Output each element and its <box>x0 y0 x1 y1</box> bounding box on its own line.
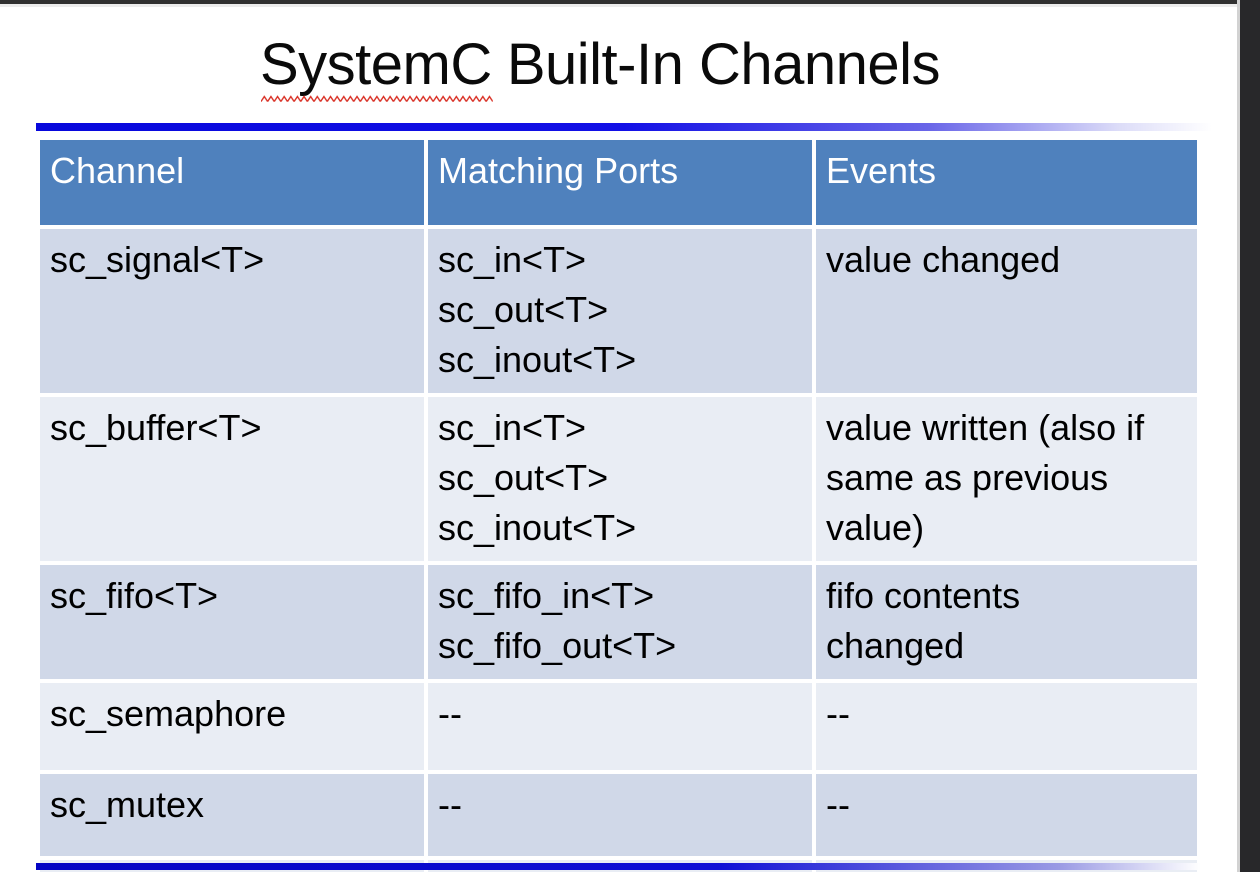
slide-title: SystemC Built-In Channels <box>0 32 1200 103</box>
title-rest-text: Built-In Channels <box>506 32 941 97</box>
table-row-sc-signal: sc_signal<T> sc_in<T> sc_out<T> sc_inout… <box>40 229 1197 393</box>
footer-accent-rule <box>36 863 1212 870</box>
cell-ports: -- <box>428 774 812 856</box>
cell-ports: -- <box>428 683 812 770</box>
window-top-edge-shadow <box>0 4 1260 7</box>
cell-channel: sc_buffer<T> <box>40 397 424 561</box>
cell-events: -- <box>816 683 1197 770</box>
column-header-events: Events <box>816 140 1197 225</box>
cell-channel: sc_semaphore <box>40 683 424 770</box>
column-header-channel: Channel <box>40 140 424 225</box>
table-header-row: Channel Matching Ports Events <box>40 140 1197 225</box>
cell-channel: sc_mutex <box>40 774 424 856</box>
title-word-text: SystemC <box>259 32 492 97</box>
spellcheck-squiggle-icon <box>260 95 493 103</box>
cell-ports: sc_in<T> sc_out<T> sc_inout<T> <box>428 229 812 393</box>
table-row-sc-fifo: sc_fifo<T> sc_fifo_in<T> sc_fifo_out<T> … <box>40 565 1197 679</box>
cell-events: fifo contents changed <box>816 565 1197 679</box>
cell-events: value changed <box>816 229 1197 393</box>
cell-channel: sc_fifo<T> <box>40 565 424 679</box>
cell-events: value written (also if same as previous … <box>816 397 1197 561</box>
window-right-edge <box>1237 0 1260 872</box>
column-header-matching-ports: Matching Ports <box>428 140 812 225</box>
cell-ports: sc_in<T> sc_out<T> sc_inout<T> <box>428 397 812 561</box>
table-row-sc-semaphore: sc_semaphore -- -- <box>40 683 1197 770</box>
window-top-edge <box>0 0 1260 4</box>
cell-channel: sc_signal<T> <box>40 229 424 393</box>
table-row-sc-buffer: sc_buffer<T> sc_in<T> sc_out<T> sc_inout… <box>40 397 1197 561</box>
cell-events: -- <box>816 774 1197 856</box>
cell-ports: sc_fifo_in<T> sc_fifo_out<T> <box>428 565 812 679</box>
channels-table: Channel Matching Ports Events sc_signal<… <box>36 136 1201 872</box>
table-row-sc-mutex: sc_mutex -- -- <box>40 774 1197 856</box>
title-accent-rule <box>36 123 1212 131</box>
title-word-systemc: SystemC <box>259 32 493 103</box>
